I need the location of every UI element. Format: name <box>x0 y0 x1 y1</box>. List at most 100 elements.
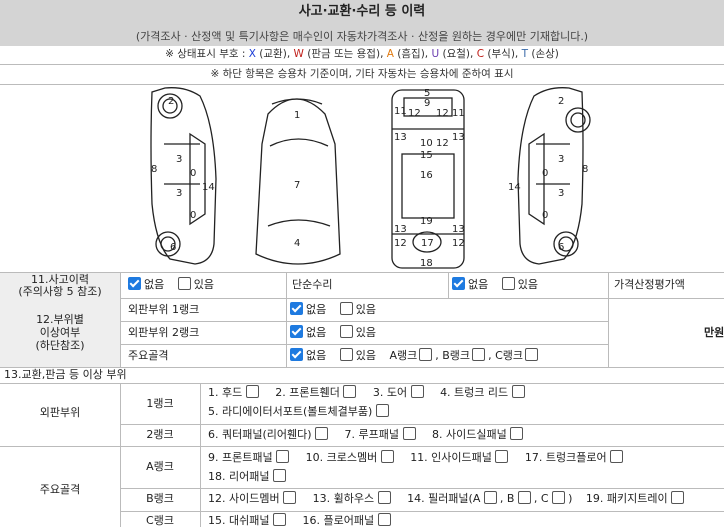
frame-section-label: 주요골격 <box>39 483 81 496</box>
legend-desc-w: (판금 또는 용접) <box>307 48 381 60</box>
part-label: 9. 프론트패널 <box>208 451 273 464</box>
option-label: 있음 <box>355 326 376 339</box>
diagram-num: 0 <box>542 168 548 179</box>
checkbox-icon[interactable] <box>339 302 353 315</box>
checkbox-icon[interactable] <box>410 385 424 398</box>
checkbox-checked-icon[interactable] <box>290 348 303 361</box>
diagram-num: 16 <box>420 170 433 181</box>
part-label: 6. 쿼터패널(리어휀다) <box>208 428 312 441</box>
legend-code-t: T <box>521 48 529 60</box>
checkbox-icon[interactable] <box>402 427 416 440</box>
checkbox-icon[interactable] <box>524 348 538 361</box>
diagram-num: 14 <box>202 182 215 193</box>
diagram-num: 4 <box>294 238 300 249</box>
svg-text:12: 12 <box>394 238 407 249</box>
car-front-back-icon <box>255 98 341 265</box>
accident-label-line1: 11.사고이력 <box>31 273 89 286</box>
car-side-left-icon <box>150 87 217 265</box>
checkbox-icon[interactable] <box>495 450 509 463</box>
checkbox-icon[interactable] <box>177 277 191 290</box>
checkbox-icon[interactable] <box>472 348 486 361</box>
checkbox-icon[interactable] <box>671 491 685 504</box>
diagram-num: 1 <box>294 110 300 121</box>
accident-none-option[interactable]: 없음 <box>128 277 164 293</box>
checkbox-checked-icon[interactable] <box>290 325 303 338</box>
checkbox-icon[interactable] <box>552 491 566 504</box>
rank-b-label: B랭크 <box>442 349 471 362</box>
part-label: ) <box>568 492 573 505</box>
diagram-num: 2 <box>558 96 564 107</box>
checkbox-icon[interactable] <box>510 427 524 440</box>
checkbox-icon[interactable] <box>276 450 290 463</box>
simple-repair-options: 없음 있음 <box>452 277 548 293</box>
checkbox-icon[interactable] <box>483 491 497 504</box>
part-label: B <box>506 492 515 505</box>
part-label: 8. 사이드실패널 <box>432 428 507 441</box>
checkbox-icon[interactable] <box>343 385 357 398</box>
part-label: 11. 인사이드패널 <box>410 451 492 464</box>
legend-desc-u: (요철) <box>442 48 471 60</box>
legend-note: ※ 하단 항목은 승용차 기준이며, 기타 자동차는 승용차에 준하여 표시 <box>210 68 514 80</box>
checkbox-checked-icon[interactable] <box>290 302 303 315</box>
rankB-label: B랭크 <box>146 492 174 505</box>
diagram-num: 14 <box>508 182 521 193</box>
checkbox-icon[interactable] <box>272 513 286 526</box>
checkbox-icon[interactable] <box>380 450 394 463</box>
part-label: 1. 후드 <box>208 386 243 399</box>
repair-yes-option[interactable]: 있음 <box>501 277 538 293</box>
part-label: 4. 트렁크 리드 <box>440 386 509 399</box>
frame-options: 없음 있음 A랭크, B랭크, C랭크 <box>290 348 541 364</box>
section12-label-line3: (하단참조) <box>35 339 85 352</box>
rank1-label: 1랭크 <box>146 397 174 410</box>
option-label: 있음 <box>355 349 376 362</box>
legend-code-w: W <box>293 48 304 60</box>
checkbox-icon[interactable] <box>375 404 389 417</box>
diagram-num: 5 <box>424 88 430 99</box>
accident-yes-option[interactable]: 있음 <box>177 277 214 293</box>
svg-text:12: 12 <box>436 108 449 119</box>
legend-code-c: C <box>476 48 485 60</box>
repair-none-option[interactable]: 없음 <box>452 277 488 293</box>
option-label: 없음 <box>306 349 327 362</box>
diagram-num: 8 <box>151 164 157 175</box>
rank1-items-line1: 1. 후드 2. 프론트휀더 3. 도어 4. 트렁크 리드 <box>208 385 538 401</box>
checkbox-icon[interactable] <box>377 513 391 526</box>
part-label: 2. 프론트휀더 <box>275 386 340 399</box>
checkbox-checked-icon[interactable] <box>452 277 465 290</box>
rankC-label: C랭크 <box>146 514 174 527</box>
checkbox-icon[interactable] <box>315 427 329 440</box>
checkbox-icon[interactable] <box>283 491 297 504</box>
rankA-label: A랭크 <box>146 460 174 473</box>
checkbox-icon[interactable] <box>339 325 353 338</box>
part-label: 18. 리어패널 <box>208 470 270 483</box>
checkbox-icon[interactable] <box>377 491 391 504</box>
rank2-label: 2랭크 <box>146 428 174 441</box>
option-label: 없음 <box>306 303 327 316</box>
checkbox-icon[interactable] <box>339 348 353 361</box>
section13-title: 13.교환,판금 등 이상 부위 <box>4 368 127 381</box>
checkbox-icon[interactable] <box>517 491 531 504</box>
diagram-num: 11 <box>394 106 407 117</box>
simple-repair-label: 단순수리 <box>292 278 333 291</box>
diagram-num: 6 <box>170 242 176 253</box>
checkbox-icon[interactable] <box>610 450 624 463</box>
part-label: 16. 플로어패널 <box>302 514 375 527</box>
checkbox-icon[interactable] <box>272 469 286 482</box>
checkbox-checked-icon[interactable] <box>128 277 141 290</box>
checkbox-icon[interactable] <box>511 385 525 398</box>
diagram-num: 19 <box>420 216 433 227</box>
car-top-view-icon <box>391 89 465 269</box>
header-note: (가격조사 · 산정액 및 특기사항은 매수인이 자동차가격조사 · 산정을 원… <box>0 28 724 46</box>
diagram-num: 13 <box>394 132 407 143</box>
part-label: 13. 휠하우스 <box>312 492 375 505</box>
checkbox-icon[interactable] <box>245 385 259 398</box>
part-label: 10. 크로스멤버 <box>305 451 378 464</box>
part-label: C <box>540 492 549 505</box>
diagram-num: 0 <box>542 210 548 221</box>
diagram-num: 9 <box>424 98 430 109</box>
option-label: 없음 <box>144 278 165 291</box>
rankA-items-line1: 9. 프론트패널 10. 크로스멤버 11. 인사이드패널 17. 트렁크플로어 <box>208 450 636 466</box>
checkbox-icon[interactable] <box>419 348 433 361</box>
diagram-num: 12 <box>408 108 421 119</box>
checkbox-icon[interactable] <box>501 277 515 290</box>
